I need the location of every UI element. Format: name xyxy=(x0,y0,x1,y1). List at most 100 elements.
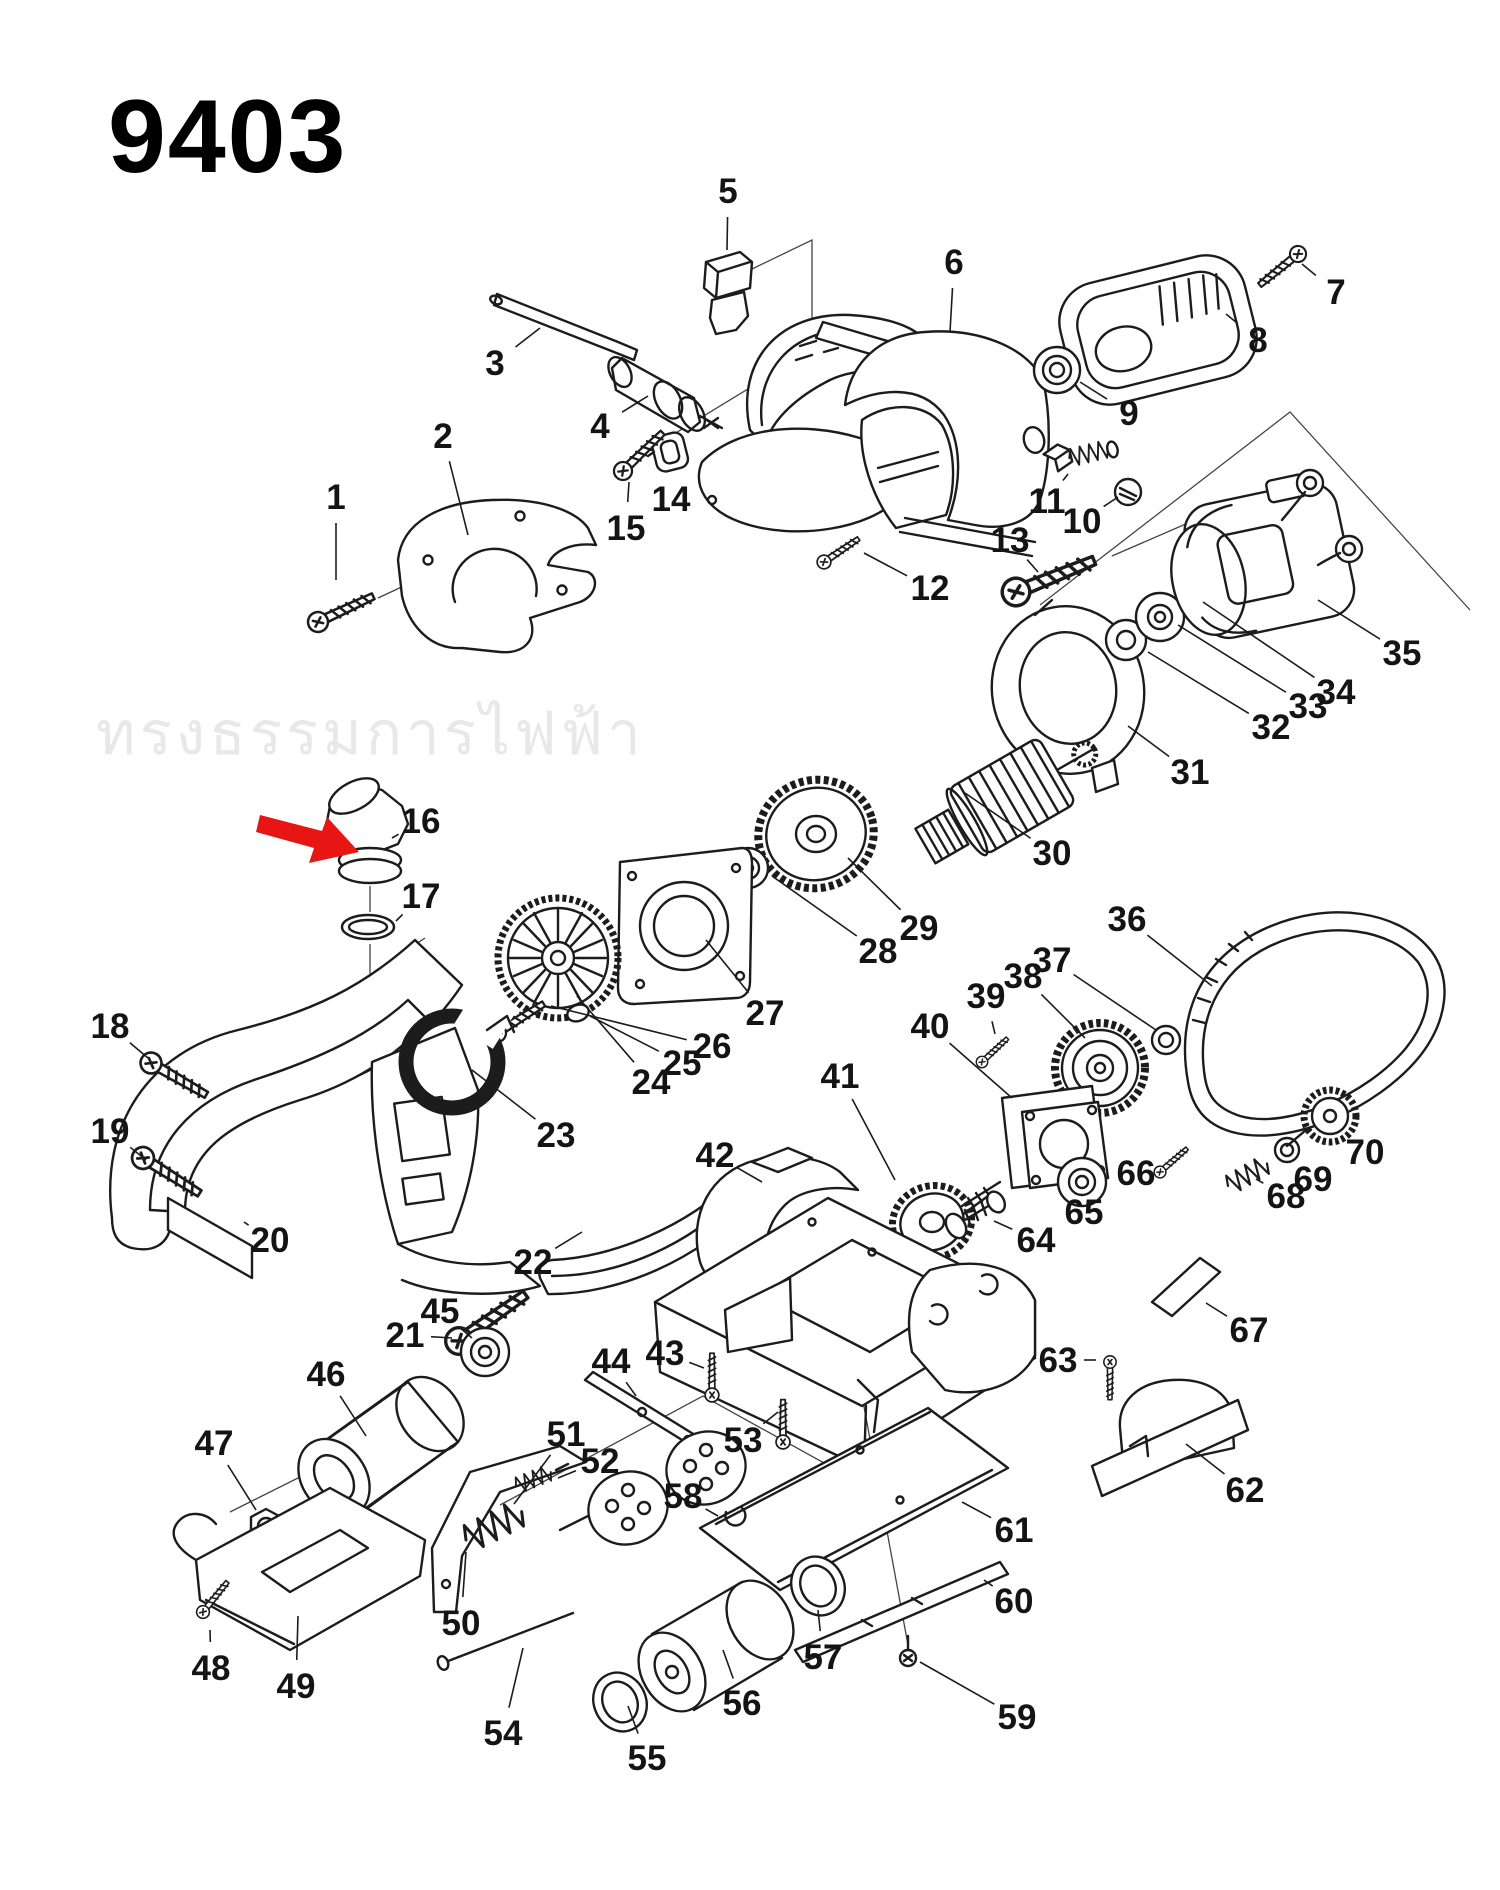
part-label-67: 67 xyxy=(1230,1311,1269,1350)
part-label-59: 59 xyxy=(998,1698,1037,1737)
leader-line-57 xyxy=(817,1609,822,1632)
part-label-42: 42 xyxy=(696,1136,735,1175)
part-label-33: 33 xyxy=(1289,687,1328,726)
part-label-39: 39 xyxy=(967,977,1006,1016)
part-53-bolt xyxy=(775,1398,791,1450)
part-label-1: 1 xyxy=(326,478,345,517)
part-12-screw xyxy=(813,532,864,573)
part-label-66: 66 xyxy=(1117,1154,1156,1193)
part-label-12: 12 xyxy=(911,569,950,608)
part-54-shaft-rod xyxy=(436,1611,575,1671)
part-label-34: 34 xyxy=(1317,673,1356,712)
leader-line-51 xyxy=(513,1454,552,1505)
part-20-name-plate xyxy=(166,1196,254,1280)
leader-line-68 xyxy=(1255,1178,1264,1184)
part-label-29: 29 xyxy=(900,909,939,948)
leader-line-45 xyxy=(459,1327,473,1339)
part-68-spring xyxy=(1221,1153,1274,1196)
leader-line-7 xyxy=(1301,263,1317,277)
part-6-frame-and-housing xyxy=(697,313,1050,558)
leader-line-21 xyxy=(430,1335,453,1339)
part-label-13: 13 xyxy=(991,521,1030,560)
part-label-21: 21 xyxy=(386,1316,425,1355)
leader-line-34 xyxy=(1202,601,1315,679)
leader-line-54 xyxy=(508,1647,524,1708)
annotation-arrow xyxy=(256,815,359,863)
part-label-64: 64 xyxy=(1017,1221,1056,1260)
leader-line-15 xyxy=(626,481,630,503)
part-label-45: 45 xyxy=(421,1292,460,1331)
leader-line-35 xyxy=(1317,599,1381,640)
part-label-7: 7 xyxy=(1326,273,1345,312)
part-label-57: 57 xyxy=(804,1638,843,1677)
leader-line-49 xyxy=(295,1615,299,1661)
part-36-drive-belt xyxy=(1183,911,1446,1137)
part-60-cork-plate xyxy=(793,1560,1010,1664)
part-label-65: 65 xyxy=(1065,1193,1104,1232)
leader-line-42 xyxy=(737,1167,763,1183)
leader-line-25 xyxy=(589,1015,660,1052)
leader-line-6 xyxy=(949,287,954,333)
leader-line-23 xyxy=(471,1069,536,1120)
leader-line-4 xyxy=(621,395,649,413)
part-label-9: 9 xyxy=(1119,394,1138,433)
part-62-foot xyxy=(1090,1378,1250,1498)
leader-line-19 xyxy=(129,1146,147,1161)
leader-line-44 xyxy=(625,1381,637,1397)
part-37-washer xyxy=(1150,1024,1182,1056)
part-label-62: 62 xyxy=(1226,1471,1265,1510)
part-31-fan-baffle xyxy=(990,598,1146,794)
part-30-armature xyxy=(914,738,1099,865)
part-label-68: 68 xyxy=(1267,1177,1306,1216)
part-label-60: 60 xyxy=(995,1582,1034,1621)
part-label-70: 70 xyxy=(1346,1133,1385,1172)
part-39-screw xyxy=(973,1033,1013,1071)
part-label-31: 31 xyxy=(1171,753,1210,792)
leader-line-22 xyxy=(554,1231,583,1250)
part-label-20: 20 xyxy=(251,1221,290,1260)
part-24-fan xyxy=(494,894,622,1022)
part-23-clamp-ring xyxy=(398,987,517,1116)
part-label-10: 10 xyxy=(1063,502,1102,541)
part-17-o-ring xyxy=(340,913,396,941)
leader-line-59 xyxy=(919,1661,995,1705)
part-label-15: 15 xyxy=(607,509,646,548)
part-label-16: 16 xyxy=(402,802,441,841)
part-43-screw xyxy=(704,1352,720,1403)
leader-line-46 xyxy=(339,1395,367,1437)
part-59-screw xyxy=(898,1634,918,1668)
part-label-24: 24 xyxy=(632,1063,671,1102)
part-label-6: 6 xyxy=(944,243,963,282)
leader-line-41 xyxy=(851,1098,896,1181)
part-16-dust-nozzle-elbow xyxy=(324,777,410,885)
part-52-spring xyxy=(512,1462,570,1495)
part-label-36: 36 xyxy=(1108,900,1147,939)
part-67-label-sticker xyxy=(1150,1256,1222,1318)
part-label-63: 63 xyxy=(1039,1341,1078,1380)
part-label-25: 25 xyxy=(663,1044,702,1083)
part-50-lever-plate xyxy=(430,1444,588,1614)
part-35-field-stator xyxy=(1170,468,1364,640)
part-29-helical-gear xyxy=(754,775,878,893)
part-label-48: 48 xyxy=(192,1649,231,1688)
leader-line-62 xyxy=(1185,1443,1225,1475)
leader-line-12 xyxy=(863,552,908,577)
part-49-side-plate xyxy=(172,1486,427,1652)
leader-line-43 xyxy=(688,1361,705,1369)
part-label-28: 28 xyxy=(859,932,898,971)
leader-line-36 xyxy=(1146,934,1213,987)
part-69-washer xyxy=(1273,1136,1301,1164)
part-14-grommet xyxy=(646,431,690,473)
part-2-cover-bracket xyxy=(396,498,598,654)
leader-line-13 xyxy=(1026,559,1039,573)
part-label-14: 14 xyxy=(652,480,691,519)
part-4-grip xyxy=(607,355,724,434)
part-64-gear-coupling xyxy=(944,1190,1007,1240)
part-32-felt-ring xyxy=(1104,618,1148,662)
leader-line-16 xyxy=(391,833,399,839)
leader-line-37 xyxy=(1073,973,1157,1031)
part-label-56: 56 xyxy=(723,1684,762,1723)
part-label-52: 52 xyxy=(581,1442,620,1481)
part-label-8: 8 xyxy=(1248,321,1267,360)
